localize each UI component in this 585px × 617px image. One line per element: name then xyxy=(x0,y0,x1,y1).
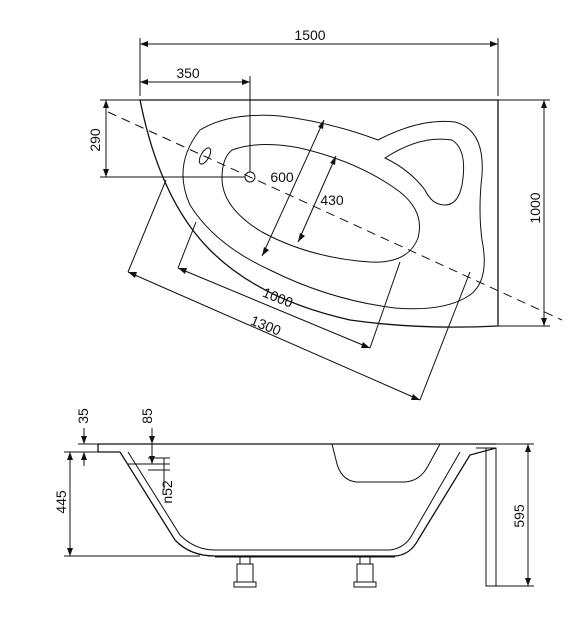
support-panel xyxy=(485,447,497,587)
dim-total-height: 595 xyxy=(511,504,527,528)
dim-overall-width: 1000 xyxy=(527,192,543,223)
headrest-outline xyxy=(383,138,465,206)
dim-tap-depth: 290 xyxy=(87,128,103,152)
top-view xyxy=(107,99,563,328)
side-dimensions: 35 85 n52 445 595 xyxy=(53,408,534,587)
top-dimensions: 1500 350 290 1000 600 430 xyxy=(87,27,550,401)
tub-side-outline xyxy=(119,447,497,557)
diagonal-centerline xyxy=(107,111,563,321)
dim-diagonal-length: 1300 xyxy=(248,312,283,339)
dim-inner-width: 430 xyxy=(320,192,344,208)
side-view xyxy=(97,443,497,588)
dim-overall-length: 1500 xyxy=(294,27,325,43)
tub-inner-wall xyxy=(127,451,461,551)
dim-inner-depth: 445 xyxy=(53,490,69,514)
tub-rim-outline xyxy=(182,114,485,310)
dim-overflow-height: 85 xyxy=(139,408,155,424)
dim-overflow-diameter: n52 xyxy=(159,480,175,504)
dim-basin-width: 600 xyxy=(270,169,294,185)
dim-tap-offset: 350 xyxy=(176,65,200,81)
dim-inner-length: 1000 xyxy=(260,284,295,311)
foot-left xyxy=(233,555,257,588)
tub-outer-outline xyxy=(139,99,499,328)
side-seat-cut xyxy=(331,443,441,483)
foot-right xyxy=(353,555,377,588)
basin-outline xyxy=(221,143,420,263)
dim-rim-thickness: 35 xyxy=(75,408,91,424)
